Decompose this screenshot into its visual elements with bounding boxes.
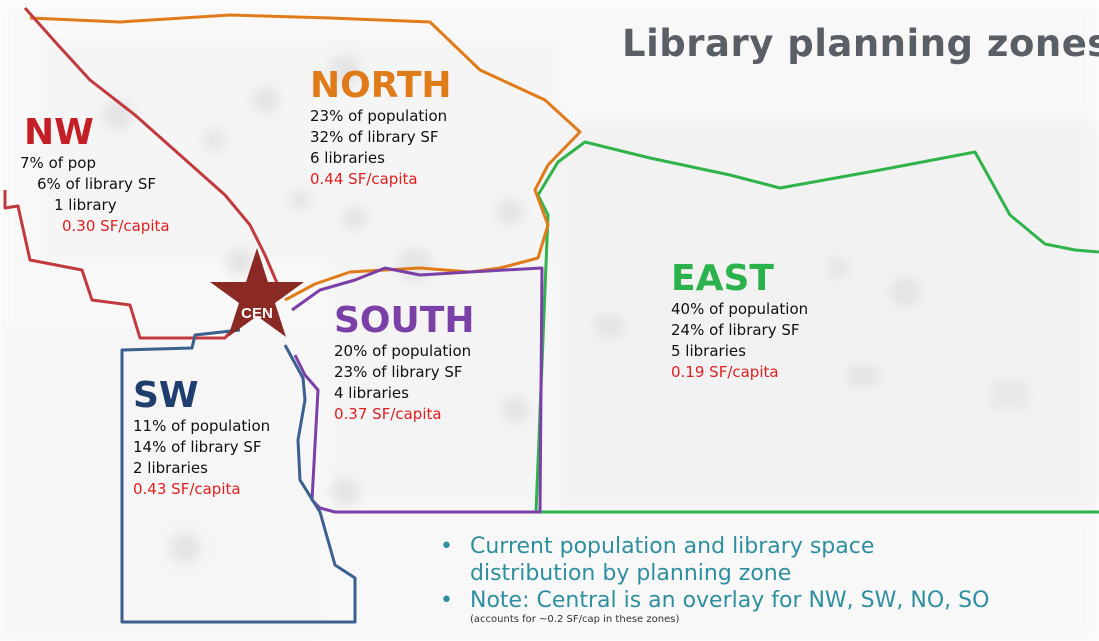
notes: • Current population and library space d…	[440, 533, 989, 626]
zone-nw-population: 7% of pop	[20, 154, 97, 172]
zone-south-library-count: 4 libraries	[334, 384, 409, 402]
note-small-print: (accounts for ~0.2 SF/cap in these zones…	[470, 614, 680, 625]
zone-sw: SW 11% of population 14% of library SF 2…	[133, 376, 270, 500]
zone-east-library-count: 5 libraries	[671, 342, 746, 360]
note-1-line-2: distribution by planning zone	[470, 561, 792, 586]
note-bullet-2: • Note: Central is an overlay for NW, SW…	[440, 587, 989, 614]
zone-south-library-sf: 23% of library SF	[334, 363, 463, 381]
zone-east-sf-per-capita: 0.19 SF/capita	[671, 363, 779, 381]
zone-north-population: 23% of population	[310, 107, 448, 125]
zone-sw-population: 11% of population	[133, 417, 271, 435]
south-zone-boundary	[291, 266, 544, 514]
zone-nw-name: NW	[24, 112, 94, 153]
zone-sw-library-sf: 14% of library SF	[133, 438, 262, 456]
zone-north-name: NORTH	[310, 65, 452, 106]
note-2-text: Note: Central is an overlay for NW, SW, …	[470, 588, 990, 613]
north-zone-boundary	[29, 13, 582, 302]
zone-east-population: 40% of population	[671, 300, 809, 318]
central-star-marker: CEN	[210, 248, 304, 337]
zone-east: EAST 40% of population 24% of library SF…	[671, 259, 808, 383]
page-title: Library planning zones	[622, 22, 1099, 65]
zone-nw-library-sf: 6% of library SF	[37, 175, 156, 193]
zone-south: SOUTH 20% of population 23% of library S…	[334, 301, 474, 425]
zone-north: NORTH 23% of population 32% of library S…	[310, 66, 452, 190]
sw-zone-boundary	[120, 328, 357, 624]
bullet-dot: •	[440, 534, 453, 559]
zone-south-sf-per-capita: 0.37 SF/capita	[334, 405, 442, 423]
note-1-line-1: Current population and library space	[470, 534, 875, 559]
zone-north-library-sf: 32% of library SF	[310, 128, 439, 146]
east-zone-boundary	[534, 140, 1099, 514]
zone-north-library-count: 6 libraries	[310, 149, 385, 167]
bullet-dot: •	[440, 588, 453, 613]
zone-south-population: 20% of population	[334, 342, 472, 360]
zone-nw: NW 7% of pop 6% of library SF 1 library …	[20, 113, 170, 237]
central-label: CEN	[241, 305, 273, 322]
zone-sw-library-count: 2 libraries	[133, 459, 208, 477]
zone-nw-library-count: 1 library	[54, 196, 117, 214]
zone-south-name: SOUTH	[334, 300, 475, 341]
zone-sw-sf-per-capita: 0.43 SF/capita	[133, 480, 241, 498]
zone-east-name: EAST	[671, 258, 774, 299]
zone-sw-name: SW	[133, 375, 199, 416]
zone-north-sf-per-capita: 0.44 SF/capita	[310, 170, 418, 188]
zone-east-library-sf: 24% of library SF	[671, 321, 800, 339]
zone-nw-sf-per-capita: 0.30 SF/capita	[62, 217, 170, 235]
note-bullet-1: • Current population and library space d…	[440, 533, 989, 587]
